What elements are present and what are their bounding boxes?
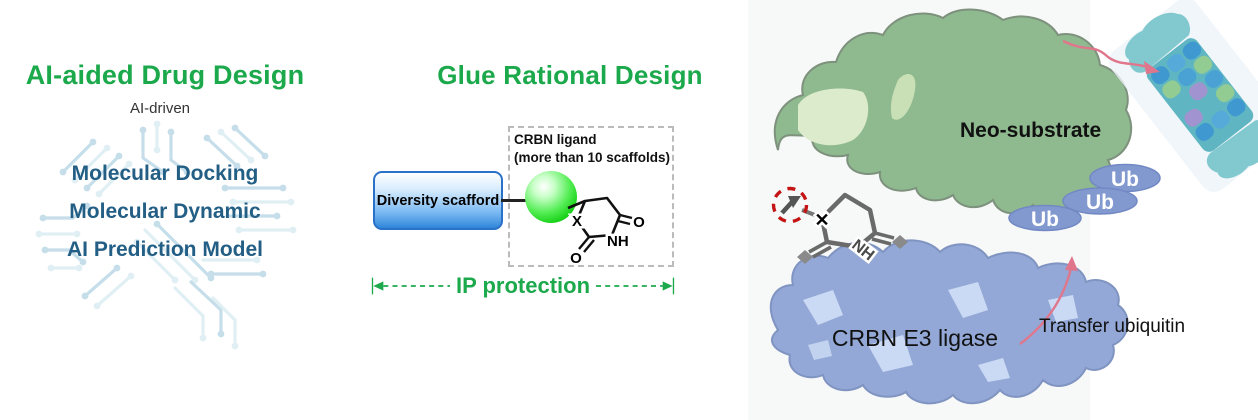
- crbn-e3-ligase-label: CRBN E3 ligase: [832, 325, 998, 351]
- crbn-e3-ligase-blob: [769, 239, 1129, 405]
- ip-arrow-right-icon: [596, 277, 675, 295]
- left-item-molecular-docking: Molecular Docking: [71, 162, 259, 185]
- ub-label-3: Ub: [1031, 208, 1059, 231]
- atom-x-label: X: [572, 213, 582, 230]
- middle-panel-title: Glue Rational Design: [437, 60, 703, 90]
- left-item-ai-prediction-model: AI Prediction Model: [66, 238, 263, 261]
- transfer-ubiquitin-label: Transfer ubiquitin: [1039, 316, 1185, 337]
- ip-arrow-left-icon: [371, 277, 450, 295]
- diversity-scaffold-label: Diversity scafford: [376, 192, 500, 209]
- crbn-ligand-sphere-icon: [525, 171, 577, 223]
- ip-protection-row: IP protection: [370, 271, 676, 301]
- transfer-ubiquitin-arrow-icon: [1019, 256, 1078, 345]
- neo-substrate-blob: [773, 8, 1133, 215]
- ubiquitin-chain: Ub Ub Ub: [1008, 163, 1161, 232]
- proteasome-icon: [1108, 0, 1258, 192]
- scaffold-sphere-connector: [501, 199, 527, 202]
- atom-o-bottom-label: O: [570, 250, 582, 267]
- crbn-ligand-line2: (more than 10 scaffolds): [514, 149, 671, 165]
- ip-protection-label: IP protection: [455, 273, 591, 298]
- diversity-scaffold-box: Diversity scafford: [373, 171, 503, 230]
- circuit-brain-icon: [35, 120, 297, 350]
- atom-nh-label: NH: [607, 233, 629, 250]
- warhead-dashed-circle-icon: [771, 186, 809, 224]
- left-panel-subtitle: AI-driven: [129, 100, 191, 117]
- left-panel-title: AI-aided Drug Design: [25, 60, 305, 90]
- ub-label-2: Ub: [1086, 191, 1114, 214]
- to-proteasome-arrow-icon: [1062, 39, 1160, 74]
- glue-molecule-x-label: ✕: [814, 210, 829, 230]
- degradation-illustration: ✕ NH Ub Ub Ub: [769, 0, 1258, 405]
- crbn-ligand-label: CRBN ligand (more than 10 scaffolds): [514, 131, 674, 166]
- left-item-molecular-dynamic: Molecular Dynamic: [69, 200, 261, 223]
- crbn-ligand-line1: CRBN ligand: [514, 132, 597, 147]
- neo-substrate-label: Neo-substrate: [960, 119, 1101, 142]
- glutarimide-structure-icon: X NH O O: [567, 196, 648, 268]
- atom-o-right-label: O: [633, 214, 645, 231]
- ub-label-1: Ub: [1111, 168, 1139, 191]
- warhead-arrow-icon: [788, 196, 801, 208]
